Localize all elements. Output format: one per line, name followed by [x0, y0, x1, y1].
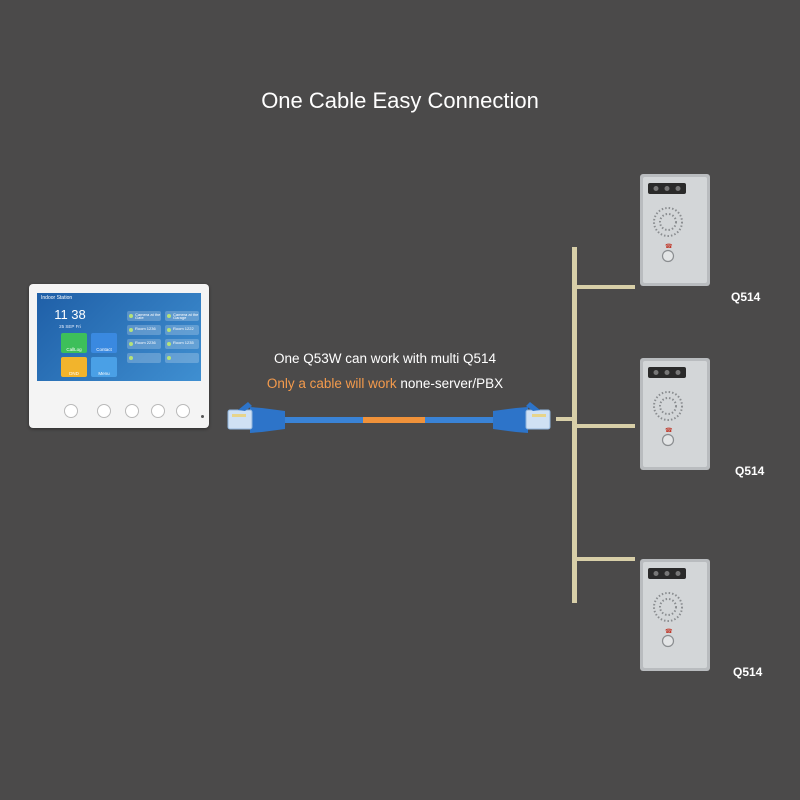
- rj45-connector-left: [227, 409, 253, 430]
- room-item: Room 2236: [127, 339, 161, 349]
- door-phone: ☎: [640, 358, 710, 470]
- rj45-plug-left: [250, 407, 285, 433]
- room-item: Room 1235: [165, 339, 199, 349]
- monitor-button: [176, 404, 190, 418]
- caption-multi-devices: One Q53W can work with multi Q514: [273, 351, 497, 366]
- door-phone-label: Q514: [733, 665, 763, 679]
- monitor-header: Indoor Station: [41, 295, 73, 301]
- door-phone: ☎: [640, 559, 710, 671]
- svg-text:☎: ☎: [665, 628, 673, 635]
- room-item: Room 1236: [127, 325, 161, 335]
- svg-text:☎: ☎: [665, 243, 673, 250]
- call-button-icon: [661, 433, 675, 447]
- rj45-clip-right: [526, 402, 540, 411]
- monitor-screen: Indoor Station 11 38 25 SEP Fri CallLog …: [37, 293, 201, 381]
- bus-branch: [577, 424, 635, 428]
- room-item: Camera at the Garage: [165, 311, 199, 321]
- bus-branch: [577, 285, 635, 289]
- caption-one-cable: Only a cable will work none-server/PBX: [220, 376, 550, 391]
- monitor-button: [97, 404, 111, 418]
- tile-calllog: CallLog: [61, 333, 87, 353]
- home-button: [64, 404, 78, 418]
- monitor-button: [151, 404, 165, 418]
- speaker-icon: [653, 592, 683, 622]
- speaker-icon: [653, 391, 683, 421]
- cable-blue-right: [425, 417, 495, 423]
- caption-rest: none-server/PBX: [396, 376, 504, 391]
- tile-dnd: DND: [61, 357, 87, 377]
- room-item: [165, 353, 199, 363]
- tile-contact: Contact: [91, 333, 117, 353]
- page-title: One Cable Easy Connection: [261, 88, 539, 113]
- monitor-date: 25 SEP Fri: [59, 324, 81, 329]
- room-item: [127, 353, 161, 363]
- bus-stub: [556, 417, 572, 421]
- ethernet-cable: [227, 402, 551, 433]
- bus-branch: [577, 557, 635, 561]
- tile-menu: Menu: [91, 357, 117, 377]
- monitor-button: [125, 404, 139, 418]
- monitor-time: 11 38: [54, 307, 86, 322]
- call-button-icon: [661, 249, 675, 263]
- cable-blue-left: [283, 417, 363, 423]
- indoor-monitor: Indoor Station 11 38 25 SEP Fri CallLog …: [29, 284, 209, 428]
- caption-highlight: Only a cable will work: [266, 376, 397, 391]
- door-phone: ☎: [640, 174, 710, 286]
- room-item: Room 1222: [165, 325, 199, 335]
- room-item: Camera at the Gate: [127, 311, 161, 321]
- speaker-icon: [653, 207, 683, 237]
- rj45-clip-left: [238, 402, 252, 411]
- cable-orange-mid: [363, 417, 425, 423]
- rj45-plug-right: [493, 407, 528, 433]
- call-button-icon: [661, 634, 675, 648]
- rj45-connector-right: [525, 409, 551, 430]
- mic-dot: [201, 415, 204, 418]
- svg-text:☎: ☎: [665, 427, 673, 434]
- door-phone-label: Q514: [731, 290, 761, 304]
- bus-line: [572, 247, 577, 603]
- door-phone-label: Q514: [735, 464, 765, 478]
